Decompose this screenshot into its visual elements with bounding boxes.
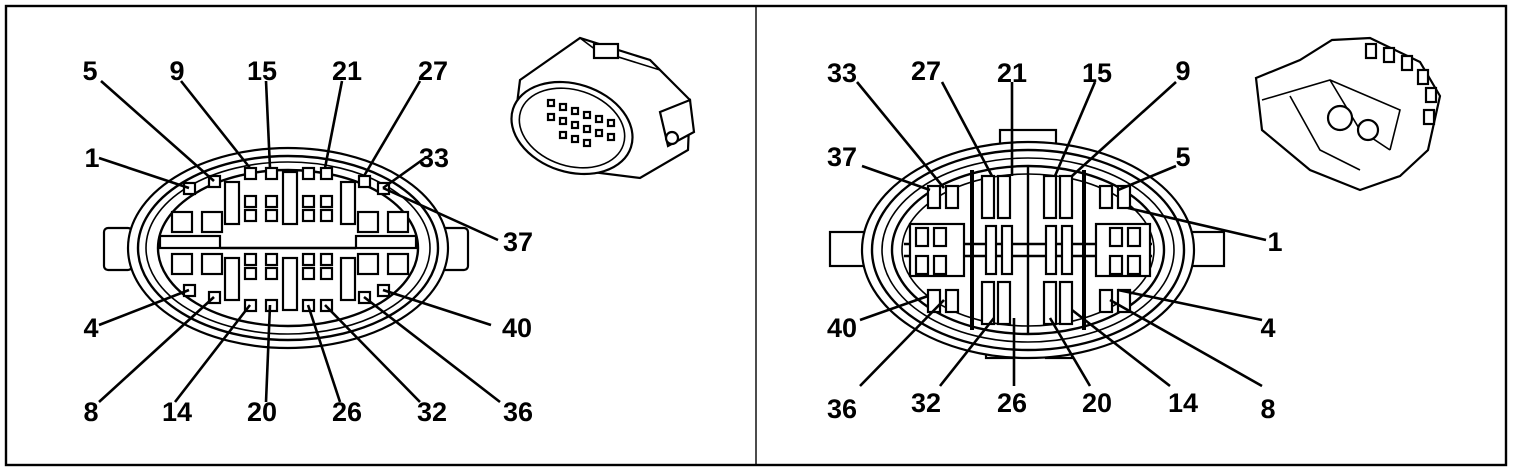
pin-label: 1 — [1267, 227, 1282, 257]
pin-label: 32 — [417, 397, 447, 427]
pin-label: 27 — [418, 56, 448, 86]
left-connector-iso-view — [510, 36, 696, 180]
pin-label: 36 — [503, 397, 533, 427]
right-connector-iso-view — [1254, 36, 1442, 192]
pin-label: 5 — [1175, 142, 1190, 172]
pin-label: 33 — [419, 143, 449, 173]
right-panel: 33 27 21 15 9 37 5 1 40 4 36 32 26 20 14… — [827, 36, 1442, 424]
pin-label: 14 — [1168, 388, 1198, 418]
pin-label: 26 — [332, 397, 362, 427]
pin-label: 33 — [827, 58, 857, 88]
pin-label: 8 — [83, 397, 98, 427]
pin-label: 40 — [502, 313, 532, 343]
right-callout-labels: 33 27 21 15 9 37 5 1 40 4 36 32 26 20 14… — [827, 56, 1283, 424]
pin-label: 15 — [247, 56, 277, 86]
pin-label: 1 — [84, 143, 99, 173]
pin-label: 32 — [911, 388, 941, 418]
pin-label: 27 — [911, 56, 941, 86]
pin-label: 15 — [1082, 58, 1112, 88]
left-callout-labels: 5 9 15 21 27 1 33 37 4 40 8 14 20 26 32 … — [82, 56, 533, 427]
right-connector-face — [828, 128, 1226, 360]
left-panel: 5 9 15 21 27 1 33 37 4 40 8 14 20 26 32 … — [82, 36, 696, 427]
pin-label: 40 — [827, 313, 857, 343]
pin-label: 9 — [1175, 56, 1190, 86]
pin-label: 21 — [997, 58, 1027, 88]
pin-label: 14 — [162, 397, 192, 427]
left-connector-face — [102, 146, 470, 350]
pin-label: 5 — [82, 56, 97, 86]
pin-label: 37 — [827, 142, 857, 172]
pin-label: 36 — [827, 394, 857, 424]
pin-label: 4 — [83, 313, 98, 343]
right-leader-lines — [855, 81, 1267, 388]
left-leader-lines — [98, 80, 501, 404]
pin-label: 20 — [1082, 388, 1112, 418]
pin-label: 4 — [1260, 313, 1275, 343]
pin-label: 8 — [1260, 394, 1275, 424]
pin-label: 37 — [503, 227, 533, 257]
pin-label: 20 — [247, 397, 277, 427]
pin-label: 21 — [332, 56, 362, 86]
pin-label: 9 — [169, 56, 184, 86]
pin-label: 26 — [997, 388, 1027, 418]
